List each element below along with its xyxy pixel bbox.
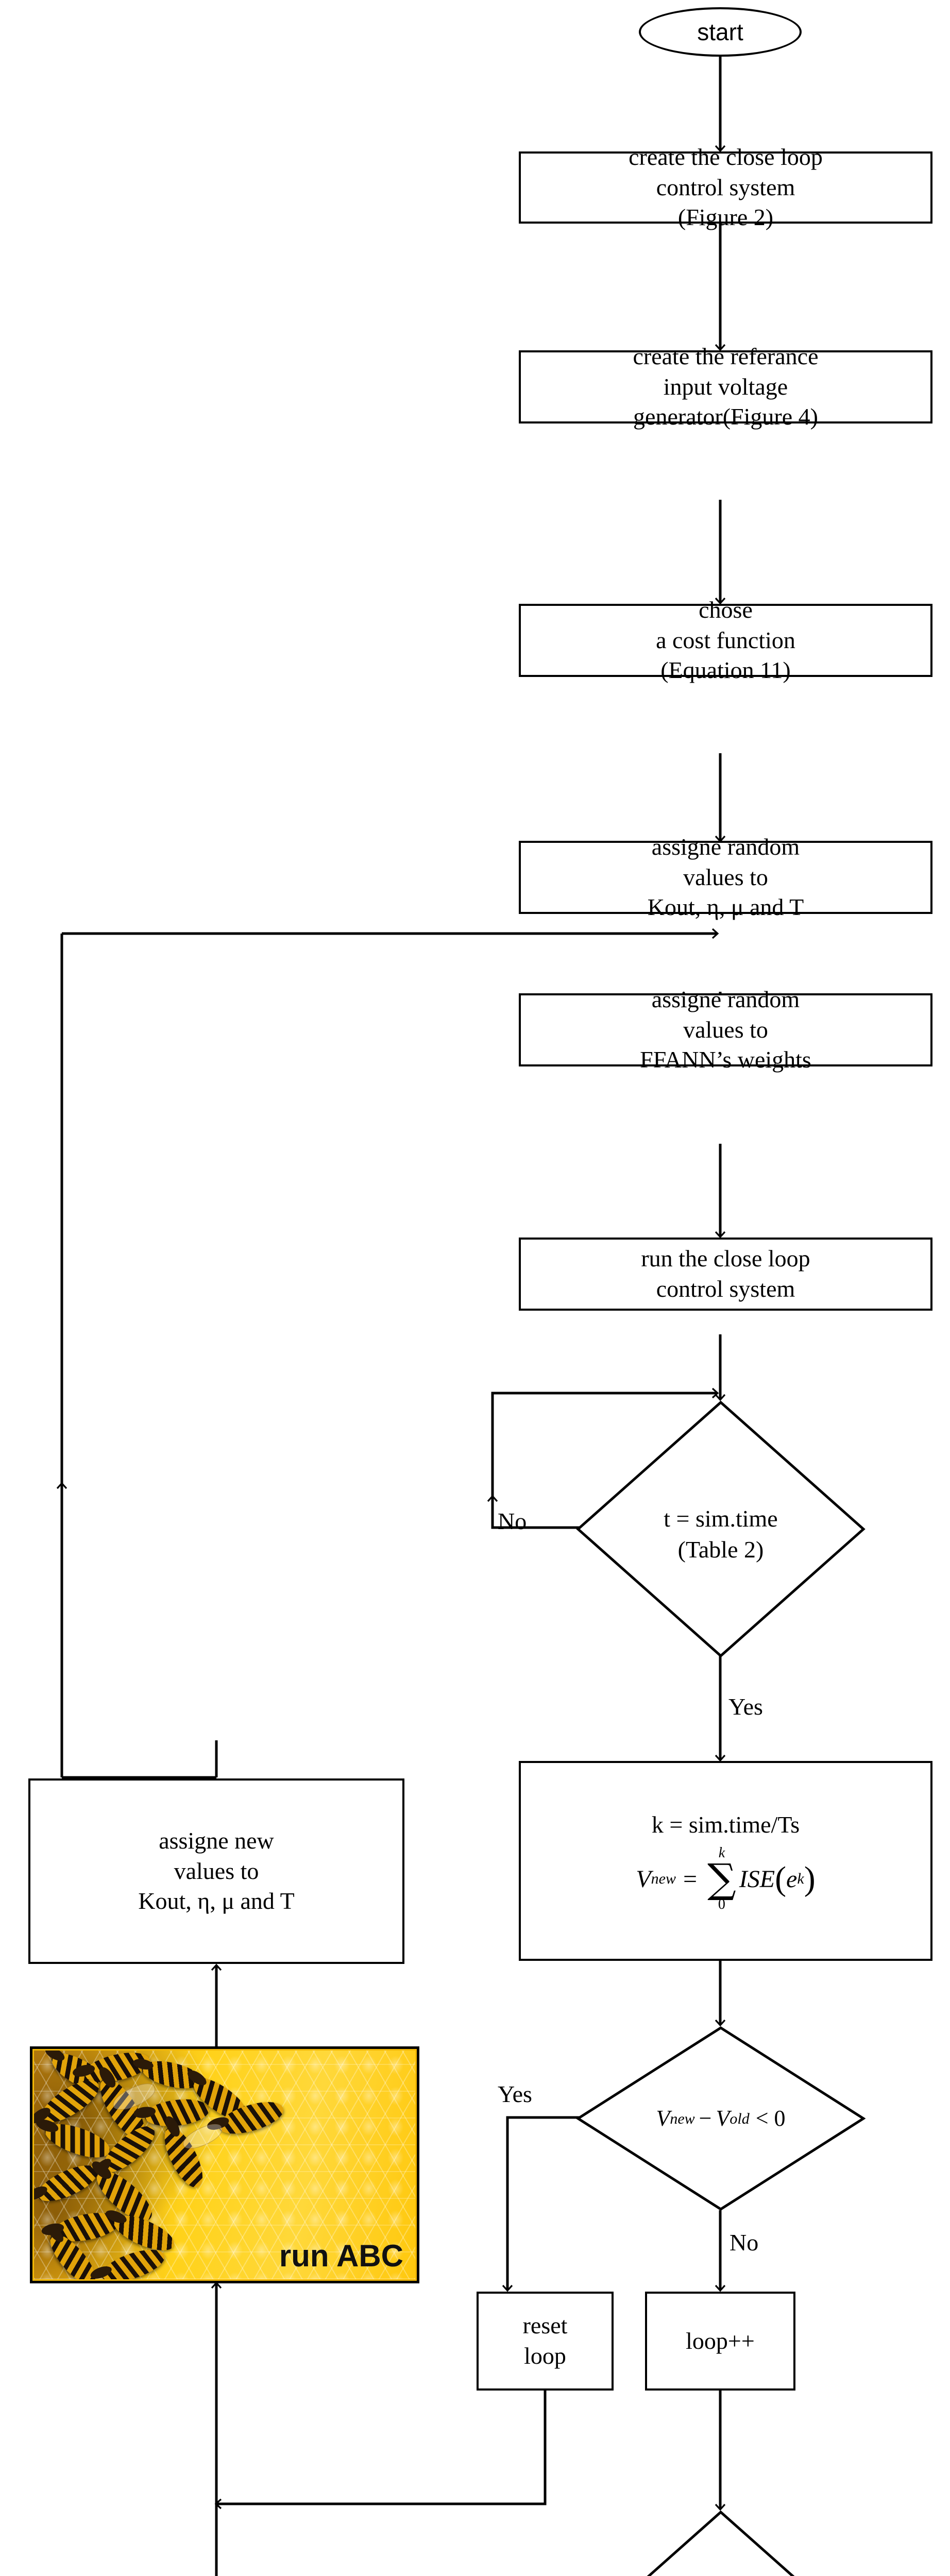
node-run-close-loop-line2: control system [656, 1276, 795, 1302]
node-assign-random-weights-line3: FFANN’s weights [640, 1046, 811, 1073]
node-assign-new-values[interactable]: assigne new values to Kout, η, μ and T [28, 1778, 404, 1964]
node-create-reference-generator[interactable]: create the referance input voltage gener… [519, 343, 932, 430]
node-assign-random-params-line2: values to [683, 863, 768, 890]
node-create-close-loop[interactable]: create the close loop control system (Fi… [519, 144, 932, 230]
formula-lhs: V [636, 1865, 651, 1893]
formula-sigma: k ∑ 0 [707, 1846, 736, 1912]
node-decision-loop-100[interactable]: loop = 100 (Table 2) [576, 2510, 866, 2576]
formula-equals: = [683, 1865, 698, 1893]
formula-fn: ISE [739, 1865, 775, 1893]
node-assign-random-params-line3: Kout, η, μ and T [647, 894, 804, 921]
node-create-reference-generator-line2: input voltage [663, 373, 788, 400]
node-reset-loop[interactable]: reset loop [477, 2292, 614, 2391]
node-reset-loop-line2: loop [524, 2343, 566, 2369]
node-start-label: start [697, 19, 743, 45]
node-assign-random-weights[interactable]: assigne random values to FFANN’s weights [519, 986, 932, 1073]
node-chose-cost-function[interactable]: chose a cost function (Equation 11) [519, 597, 932, 683]
node-create-close-loop-line3: (Figure 2) [677, 204, 774, 231]
node-loop-increment[interactable]: loop++ [645, 2292, 795, 2391]
node-decision-sim-time[interactable]: t = sim.time (Table 2) [576, 1400, 866, 1658]
node-assign-random-params[interactable]: assigne random values to Kout, η, μ and … [519, 834, 932, 920]
node-start[interactable]: start [639, 7, 802, 57]
node-assign-new-values-line2: values to [174, 1857, 259, 1884]
node-run-abc-image[interactable]: run ABC [30, 2046, 419, 2283]
node-assign-new-values-line1: assigne new [159, 1827, 274, 1854]
node-run-close-loop[interactable]: run the close loop control system [519, 1238, 932, 1311]
node-assign-random-weights-line2: values to [683, 1016, 768, 1043]
formula-sigma-glyph: ∑ [707, 1856, 736, 1903]
compute-vnew-line1: k = sim.time/Ts [651, 1811, 800, 1838]
formula-close-paren: ) [804, 1860, 816, 1898]
edge-label-vcompare-no: No [730, 2229, 759, 2256]
node-chose-cost-function-line1: chose [699, 596, 753, 623]
run-abc-label: run ABC [279, 2239, 403, 2273]
node-loop-increment-label: loop++ [686, 2327, 755, 2354]
node-assign-random-params-line1: assigne random [651, 833, 800, 860]
node-create-reference-generator-line3: generator(Figure 4) [633, 403, 818, 430]
edge-label-simtime-no: No [498, 1508, 527, 1534]
node-chose-cost-function-line2: a cost function [656, 626, 795, 653]
formula-open-paren: ( [775, 1860, 787, 1898]
edge-label-vcompare-yes: Yes [498, 2081, 532, 2107]
node-assign-new-values-line3: Kout, η, μ and T [138, 1888, 295, 1914]
formula-arg-sub: k [797, 1870, 804, 1888]
node-run-close-loop-line1: run the close loop [641, 1245, 810, 1272]
node-create-close-loop-line1: create the close loop [629, 143, 823, 170]
node-create-close-loop-line2: control system [656, 174, 795, 200]
formula-lhs-sub: new [651, 1870, 676, 1888]
formula-arg: e [786, 1865, 798, 1893]
node-chose-cost-function-line3: (Equation 11) [660, 657, 791, 684]
node-reset-loop-line1: reset [522, 2312, 568, 2339]
honeycomb-background [34, 2050, 415, 2279]
formula-sigma-lower: 0 [718, 1896, 725, 1913]
edge-label-simtime-yes: Yes [728, 1693, 763, 1720]
node-assign-random-weights-line1: assigne random [651, 986, 800, 1012]
node-create-reference-generator-line1: create the referance [633, 343, 819, 369]
formula-sigma-upper: k [718, 1844, 725, 1861]
